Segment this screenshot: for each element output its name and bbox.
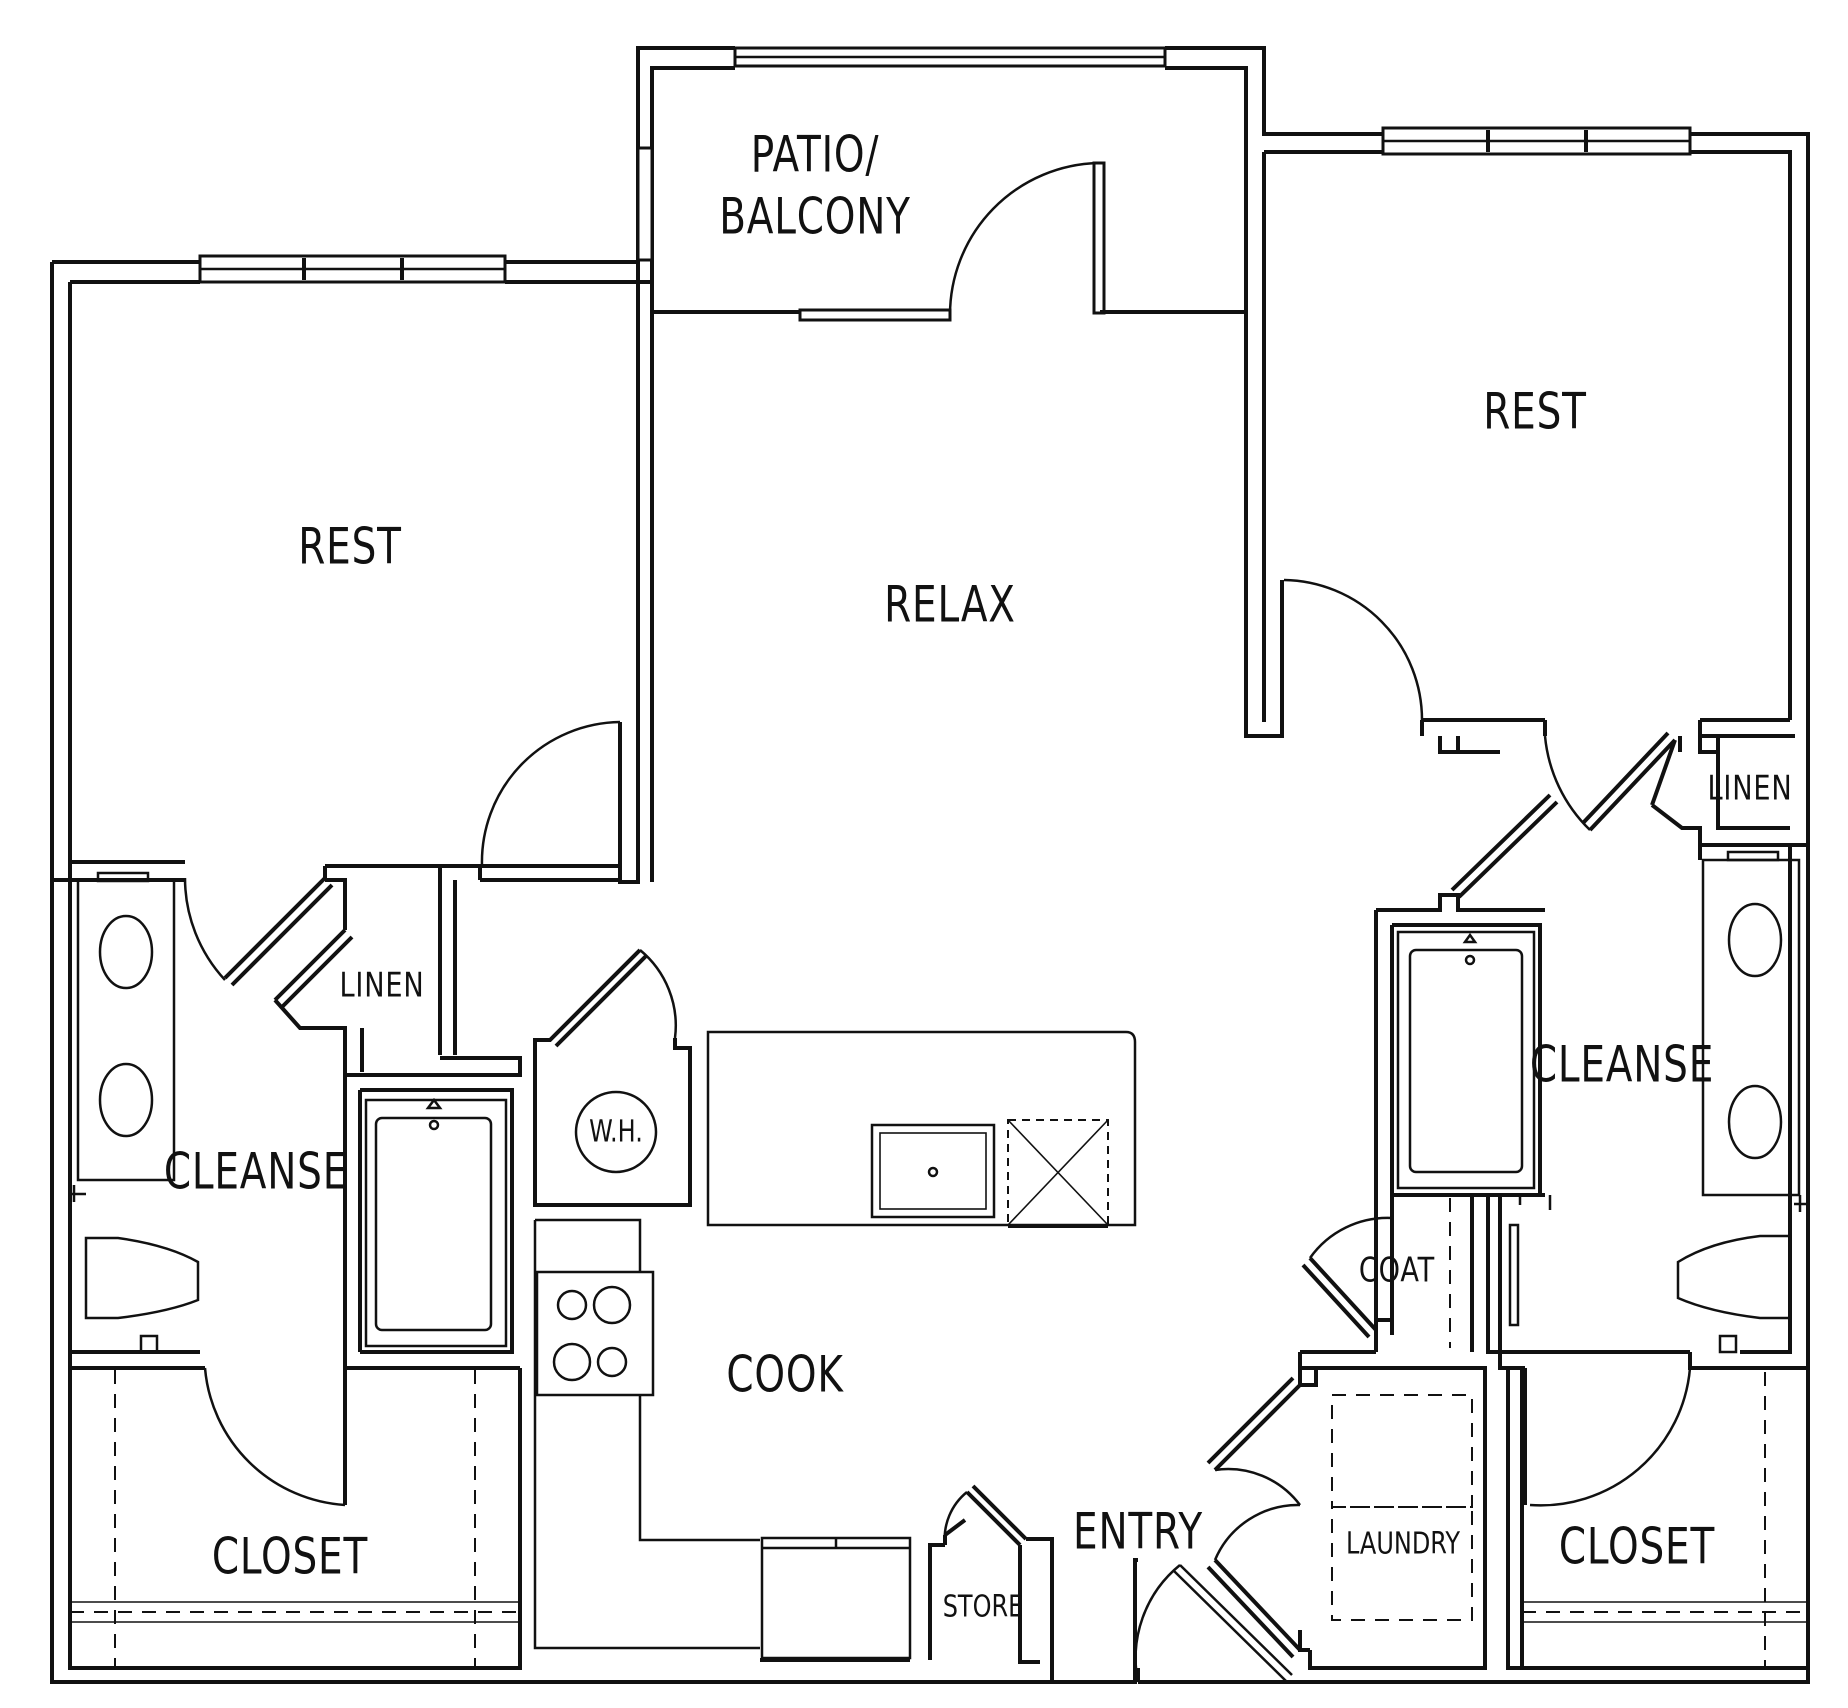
label-store: STORE — [943, 1590, 1024, 1624]
basin-left-top — [98, 914, 154, 990]
water-heater — [574, 1090, 658, 1174]
left-bath-fixtures — [72, 871, 508, 1354]
label-rest-left: REST — [298, 517, 401, 576]
toilet-right — [1676, 1234, 1792, 1320]
bathtub-left — [364, 1098, 508, 1348]
exterior-walls — [50, 46, 1810, 1684]
washer-outline — [1331, 1394, 1473, 1508]
range — [535, 1270, 655, 1397]
interior-walls — [52, 262, 654, 1670]
label-entry: ENTRY — [1073, 1502, 1203, 1561]
label-cook: COOK — [726, 1345, 844, 1404]
label-patio-line2: BALCONY — [719, 187, 911, 246]
toilet-left — [84, 1236, 200, 1320]
label-linen-left: LINEN — [339, 965, 424, 1005]
basin-left-bottom — [98, 1062, 154, 1138]
label-cleanse-left: CLEANSE — [164, 1142, 348, 1201]
room-labels: PATIO/ BALCONY REST REST RELAX LINEN LIN… — [164, 125, 1792, 1624]
dryer-outline — [1331, 1506, 1473, 1621]
patio-side-railing — [636, 146, 654, 262]
label-cleanse-right: CLEANSE — [1530, 1035, 1714, 1094]
label-rest-right: REST — [1483, 382, 1586, 441]
right-walls — [1133, 152, 1808, 1683]
sink — [870, 1123, 996, 1219]
label-coat: COAT — [1359, 1250, 1435, 1290]
kitchen — [533, 948, 1137, 1682]
label-water-heater: W.H. — [589, 1115, 643, 1149]
basin-right-bottom — [1727, 1084, 1783, 1160]
basin-right-top — [1727, 902, 1783, 978]
label-linen-right: LINEN — [1707, 768, 1792, 808]
refrigerator — [760, 1536, 912, 1660]
vanity-right — [1701, 858, 1801, 1197]
label-closet-left: CLOSET — [212, 1527, 368, 1586]
bathtub-right — [1396, 930, 1536, 1190]
label-closet-right: CLOSET — [1559, 1517, 1715, 1576]
label-laundry: LAUNDRY — [1346, 1527, 1460, 1561]
right-bath-fixtures — [1396, 850, 1806, 1354]
label-patio-line1: PATIO/ — [751, 125, 879, 184]
label-relax: RELAX — [884, 575, 1016, 634]
